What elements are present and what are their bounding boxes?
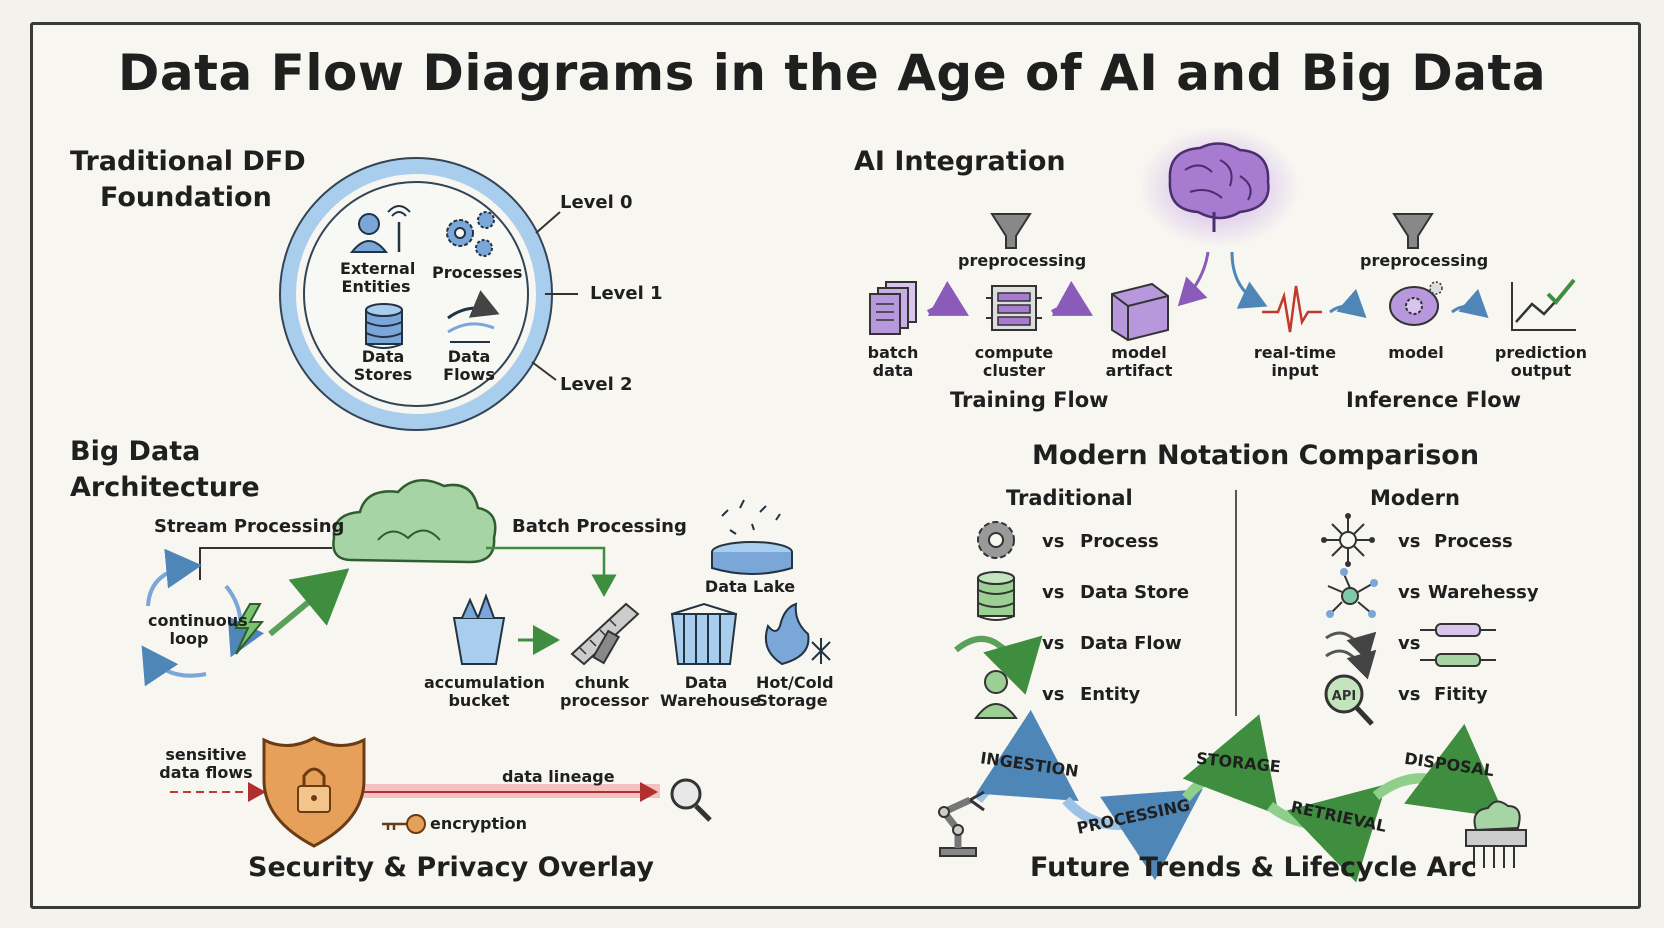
cloud-icon [332, 479, 497, 564]
label-external-entities: External Entities [340, 259, 416, 296]
col-heading-modern: Modern [1370, 486, 1460, 510]
loop-arrows-icon [141, 548, 265, 687]
label-model-artifact: model artifact [1105, 343, 1173, 380]
label-sensitive-data-flows: sensitive data flows [159, 745, 253, 782]
robot-arm-icon [938, 790, 985, 857]
label-data-lineage: data lineage [502, 767, 615, 786]
label-data-stores: Data Stores [353, 347, 413, 384]
vs-label: vs [1398, 633, 1421, 654]
label-compute-cluster: compute cluster [974, 343, 1054, 380]
label-data-warehouse: Data Warehouse [660, 673, 761, 710]
label-continuous-loop: continuous loop [148, 611, 248, 648]
vs-label: vs [1042, 582, 1065, 603]
bucket-icon [452, 593, 506, 665]
section-heading-security: Security & Privacy Overlay [248, 852, 655, 883]
label-data-flows: Data Flows [443, 347, 495, 384]
antenna-icon [387, 205, 411, 252]
server-icon [986, 285, 1042, 331]
label-training-flow: Training Flow [950, 388, 1109, 412]
gear-icon [977, 521, 1015, 559]
person-icon [349, 213, 389, 253]
network-node-icon [1326, 568, 1378, 618]
dfd-ring [279, 157, 578, 431]
traditional-row-process: Process [1080, 531, 1159, 552]
funnel-icon [990, 213, 1032, 249]
lightning-icon [234, 603, 265, 655]
modern-row-warehessy: Warehessy [1428, 582, 1539, 603]
vs-label: vs [1398, 531, 1421, 552]
shredder-icon [1465, 800, 1527, 868]
page-title: Data Flow Diagrams in the Age of AI and … [117, 44, 1547, 102]
col-heading-traditional: Traditional [1006, 486, 1133, 510]
shield-lock-icon [262, 736, 366, 848]
database-icon [977, 571, 1015, 621]
vs-label: vs [1042, 684, 1065, 705]
warehouse-icon [670, 602, 738, 665]
label-inference-flow: Inference Flow [1346, 388, 1522, 412]
section-heading-comparison: Modern Notation Comparison [1032, 440, 1480, 471]
lifecycle-arc [973, 709, 1506, 883]
chart-up-icon [1511, 278, 1576, 331]
flow-arrow-icon [447, 290, 500, 343]
wavy-arrows-icon [1325, 631, 1377, 680]
key-icon [382, 814, 426, 834]
brain-gear-icon [1389, 281, 1443, 326]
waveform-icon [1262, 285, 1322, 333]
magnifier-icon [670, 778, 712, 822]
vs-label: vs [1398, 582, 1421, 603]
label-preprocessing-training: preprocessing [958, 251, 1087, 270]
brain-icon [1139, 127, 1299, 247]
label-level-1: Level 1 [590, 283, 663, 304]
label-processes: Processes [432, 263, 523, 282]
label-stream-processing: Stream Processing [154, 516, 345, 537]
label-hot-cold-storage: Hot/Cold Storage [756, 673, 834, 710]
modern-row-process: Process [1434, 531, 1513, 552]
api-search-icon: API [1324, 674, 1374, 726]
label-encryption: encryption [430, 814, 528, 833]
traditional-row-entity: Entity [1080, 684, 1141, 705]
modern-row-fitity: Fitity [1434, 684, 1488, 705]
section-heading-bigdata-2: Architecture [70, 472, 260, 503]
label-level-0: Level 0 [560, 192, 633, 213]
vs-label: vs [1398, 684, 1421, 705]
label-chunk-processor: chunk processor [560, 673, 649, 710]
label-model: model [1388, 343, 1444, 362]
pipe-icon [1420, 623, 1496, 637]
section-heading-traditional: Traditional DFD [70, 146, 306, 177]
label-prediction-output: prediction output [1494, 343, 1588, 380]
label-data-lake: Data Lake [704, 577, 796, 596]
gears-icon [446, 211, 495, 257]
section-heading-traditional-2: Foundation [100, 182, 272, 213]
saw-icon [570, 602, 640, 666]
person-icon [974, 670, 1018, 719]
section-heading-ai: AI Integration [854, 146, 1066, 177]
flow-arrow-icon [954, 635, 1043, 695]
label-real-time-input: real-time input [1253, 343, 1337, 380]
funnel-icon [1392, 213, 1434, 249]
label-accumulation-bucket: accumulation bucket [424, 673, 546, 710]
vs-label: vs [1042, 633, 1065, 654]
label-batch-processing: Batch Processing [512, 516, 687, 537]
database-icon [365, 303, 403, 349]
network-node-icon [1321, 513, 1375, 567]
label-preprocessing-inference: preprocessing [1360, 251, 1489, 270]
svg-text:API: API [1332, 689, 1356, 704]
cube-icon [1111, 282, 1169, 342]
traditional-row-data-flow: Data Flow [1080, 633, 1182, 654]
pipe-icon [1420, 653, 1496, 667]
vs-label: vs [1042, 531, 1065, 552]
label-batch-data: batch data [867, 343, 919, 380]
section-heading-bigdata: Big Data [70, 436, 201, 467]
section-heading-lifecycle: Future Trends & Lifecycle Arc [1030, 852, 1477, 883]
document-stack-icon [869, 281, 917, 335]
flame-snow-icon [764, 602, 831, 666]
label-level-2: Level 2 [560, 374, 633, 395]
traditional-row-data-store: Data Store [1080, 582, 1190, 603]
database-icon [711, 499, 793, 575]
